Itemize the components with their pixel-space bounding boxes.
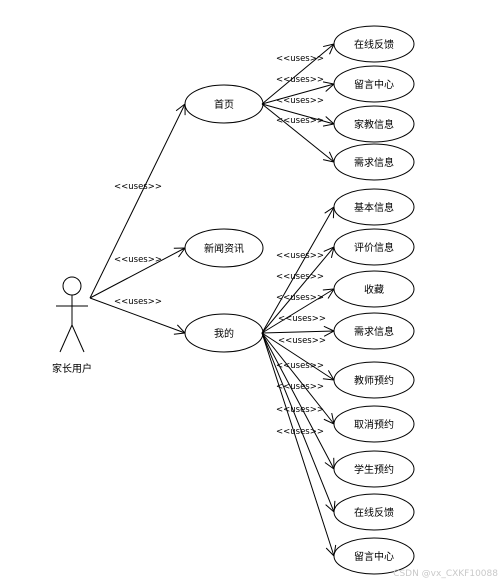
use-case-mine-message-center: 留言中心: [333, 537, 415, 575]
actor-figure: [56, 276, 88, 353]
uses-label-mine-8: <<uses>>: [276, 405, 324, 415]
use-case-home-online-feedback: 在线反馈: [333, 25, 415, 63]
use-case-mine-demand-info: 需求信息: [333, 312, 415, 350]
uses-label-home-2: <<uses>>: [276, 75, 324, 85]
use-case-mine: 我的: [184, 313, 264, 353]
svg-text:家教信息: 家教信息: [354, 118, 394, 131]
actor-associations: [89, 104, 185, 333]
uses-label-mine-1: <<uses>>: [276, 251, 324, 261]
uses-label-news: <<uses>>: [114, 255, 162, 265]
use-case-mine-student-booking: 学生预约: [333, 450, 415, 488]
home-child-associations: [261, 44, 334, 162]
actor-label: 家长用户: [52, 362, 92, 375]
svg-text:需求信息: 需求信息: [354, 325, 394, 338]
svg-text:需求信息: 需求信息: [354, 156, 394, 169]
use-case-mine-teacher-booking: 教师预约: [333, 361, 415, 399]
uses-label-home-3: <<uses>>: [276, 96, 324, 106]
use-case-mine-basic-info: 基本信息: [333, 188, 415, 226]
svg-text:教师预约: 教师预约: [354, 374, 394, 387]
use-case-news: 新闻资讯: [184, 228, 264, 268]
uses-label-mine-6: <<uses>>: [276, 361, 324, 371]
svg-text:取消预约: 取消预约: [354, 418, 394, 431]
uses-label-mine-2: <<uses>>: [276, 272, 324, 282]
use-case-news-label: 新闻资讯: [204, 242, 244, 255]
use-case-mine-favorites: 收藏: [333, 270, 415, 308]
use-case-home-demand-info: 需求信息: [333, 143, 415, 181]
watermark: CSDN @vx_CXKF10088: [393, 569, 498, 579]
use-case-home: 首页: [184, 84, 264, 124]
uses-label-mine-5: <<uses>>: [278, 336, 326, 346]
uses-label-home-1: <<uses>>: [276, 54, 324, 64]
uses-label-mine-3: <<uses>>: [276, 293, 324, 303]
uses-label-home: <<uses>>: [114, 182, 162, 192]
svg-text:收藏: 收藏: [364, 283, 384, 296]
uses-label-home-4: <<uses>>: [276, 116, 324, 126]
uses-label-mine: <<uses>>: [114, 297, 162, 307]
uses-label-mine-9: <<uses>>: [276, 427, 324, 437]
uses-label-mine-7: <<uses>>: [276, 382, 324, 392]
svg-text:在线反馈: 在线反馈: [354, 506, 394, 519]
svg-text:评价信息: 评价信息: [354, 241, 394, 254]
mine-child-associations: [261, 207, 334, 556]
svg-text:在线反馈: 在线反馈: [354, 38, 394, 51]
svg-text:留言中心: 留言中心: [354, 78, 394, 91]
use-case-mine-cancel-booking: 取消预约: [333, 405, 415, 443]
use-case-home-message-center: 留言中心: [333, 65, 415, 103]
svg-text:留言中心: 留言中心: [354, 550, 394, 563]
use-case-home-tutor-info: 家教信息: [333, 105, 415, 143]
svg-text:基本信息: 基本信息: [354, 201, 394, 214]
use-case-mine-label: 我的: [214, 327, 234, 340]
uses-label-mine-4: <<uses>>: [278, 314, 326, 324]
svg-text:学生预约: 学生预约: [354, 463, 394, 476]
use-case-mine-online-feedback: 在线反馈: [333, 493, 415, 531]
use-case-mine-review-info: 评价信息: [333, 228, 415, 266]
use-case-home-label: 首页: [214, 98, 234, 111]
